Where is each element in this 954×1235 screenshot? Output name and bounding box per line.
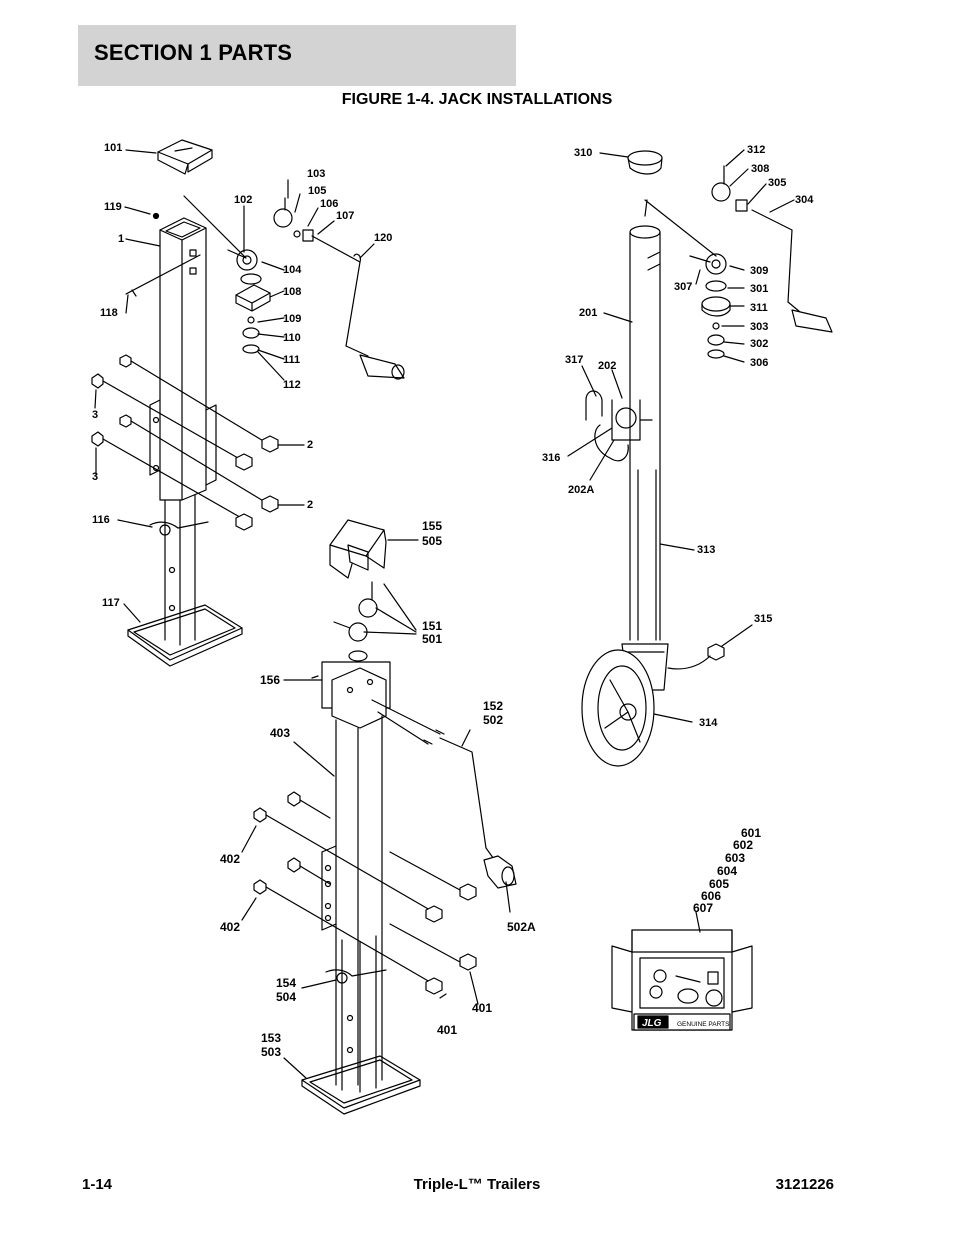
right-jack-assembly [567,149,833,767]
callout-117: 117 [102,597,120,609]
callout-156: 156 [260,673,280,687]
callout-309: 309 [750,265,768,277]
kit-label: GENUINE PARTS [677,1021,730,1028]
callout-105: 105 [308,185,326,197]
section-header-bar [78,25,516,86]
callout-305: 305 [768,177,786,189]
callout-601: 601 [741,826,761,840]
callout-606: 606 [701,889,721,903]
callout-304: 304 [795,194,814,206]
callout-314: 314 [699,717,718,729]
callout-401-left: 401 [437,1023,457,1037]
document-number: 3121226 [775,1176,834,1193]
callout-107: 107 [336,210,354,222]
callout-110: 110 [283,332,301,344]
callout-3-upper: 3 [92,409,98,421]
callout-152: 152 [483,699,503,713]
callout-307: 307 [674,281,692,293]
callout-604: 604 [717,864,737,878]
page-number: 1-14 [82,1176,113,1193]
callout-308: 308 [751,163,769,175]
callout-302: 302 [750,338,768,350]
callout-120: 120 [374,232,392,244]
callout-112: 112 [283,379,301,391]
parts-kit-box [611,911,753,1031]
callout-116: 116 [92,514,110,526]
callout-111: 111 [283,354,300,366]
callout-501: 501 [422,632,442,646]
callout-502: 502 [483,713,503,727]
callout-119: 119 [104,201,122,213]
callout-153: 153 [261,1031,281,1045]
callout-104: 104 [283,264,302,276]
figure-title: FIGURE 1-4. JACK INSTALLATIONS [341,91,613,108]
callout-3-lower: 3 [92,471,98,483]
callout-109: 109 [283,313,301,325]
callout-316: 316 [542,452,560,464]
callout-106: 106 [320,198,338,210]
callout-607: 607 [693,901,713,915]
callout-306: 306 [750,357,768,369]
product-name: Triple-L™ Trailers [413,1176,541,1193]
callout-301: 301 [750,283,768,295]
callout-504: 504 [276,990,296,1004]
callout-403: 403 [270,726,290,740]
callout-502A: 502A [507,920,536,934]
callout-312: 312 [747,144,765,156]
callout-402-lower: 402 [220,920,240,934]
callout-303: 303 [750,321,768,333]
callout-315: 315 [754,613,772,625]
callout-108: 108 [283,286,301,298]
callout-310: 310 [574,147,592,159]
callout-603: 603 [725,851,745,865]
callout-102: 102 [234,194,252,206]
callout-2-lower: 2 [307,499,313,511]
callout-1: 1 [118,233,124,245]
callout-2-upper: 2 [307,439,313,451]
callout-201: 201 [579,307,597,319]
callout-101: 101 [104,142,122,154]
callout-103: 103 [307,168,325,180]
callout-505: 505 [422,534,442,548]
callout-154: 154 [276,976,296,990]
callout-311: 311 [750,302,768,314]
callout-118: 118 [100,307,118,319]
section-title: SECTION 1 PARTS [94,40,293,65]
center-jack-assembly [241,519,517,1115]
callout-151: 151 [422,619,442,633]
callout-605: 605 [709,877,729,891]
callout-503: 503 [261,1045,281,1059]
callout-313: 313 [697,544,715,556]
left-jack-assembly [91,139,405,667]
callout-155: 155 [422,519,442,533]
callout-317: 317 [565,354,583,366]
callout-202A: 202A [568,484,594,496]
callout-401-right: 401 [472,1001,492,1015]
callout-402-upper: 402 [220,852,240,866]
kit-logo: JLG [642,1018,662,1029]
callout-602: 602 [733,838,753,852]
callout-202: 202 [598,360,616,372]
